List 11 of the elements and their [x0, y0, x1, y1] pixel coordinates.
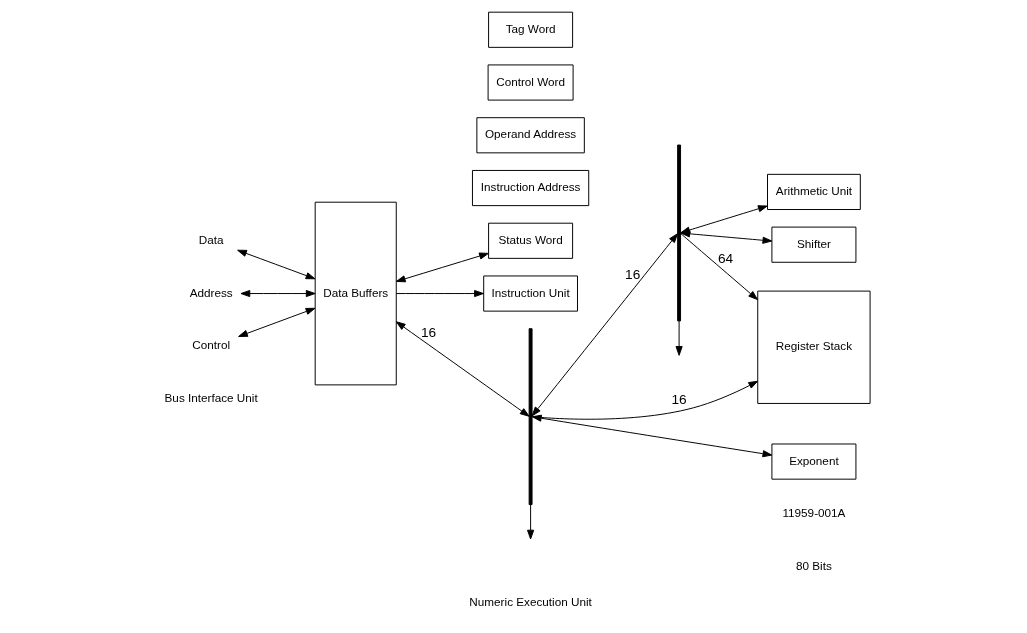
edge-label: 64	[717, 251, 734, 267]
edge-label: 16	[625, 267, 641, 283]
label: Bus Interface Unit	[164, 391, 258, 405]
node-text: Data	[198, 232, 224, 246]
edge-label: 16	[671, 392, 687, 408]
label: 11959-001A	[782, 506, 846, 520]
label: Numeric Execution Unit	[469, 595, 592, 609]
node-text: Address	[189, 285, 233, 299]
edge-label: 16	[420, 324, 437, 340]
node-text: Control	[192, 338, 231, 352]
label: 80 Bits	[796, 559, 832, 573]
